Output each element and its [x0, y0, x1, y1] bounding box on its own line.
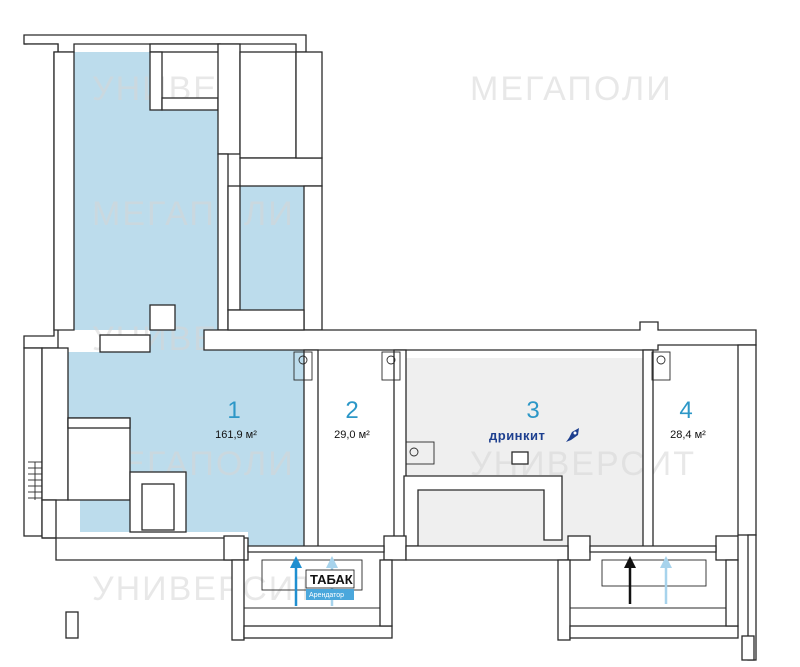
- brand-name: дринкит: [489, 428, 545, 443]
- room-2-area: 29,0 м²: [334, 429, 370, 441]
- tenant-sign-subtitle: Арендатор: [309, 592, 344, 599]
- stairs: [28, 461, 42, 500]
- room-1-area: 161,9 м²: [215, 429, 257, 441]
- room-1-number: 1: [227, 397, 240, 424]
- tenant-brand: дринкит: [489, 428, 579, 443]
- entrance-arrow-icon: [290, 556, 302, 606]
- room-4-number: 4: [679, 397, 692, 424]
- entrance-arrow-icon: [660, 556, 672, 604]
- rocket-icon: [566, 428, 579, 442]
- room-3-number: 3: [526, 397, 539, 424]
- watermark-text: УНИВЕРСИТ: [92, 570, 318, 608]
- watermark-text: МЕГАПОЛИ: [92, 195, 295, 233]
- walls: [23, 34, 757, 661]
- room-labels: 1 161,9 м² 2 29,0 м² 3 4 28,4 м²: [215, 397, 706, 441]
- tenant-sign: ТАБАК Арендатор: [305, 569, 355, 600]
- room-4-area: 28,4 м²: [670, 429, 706, 441]
- sink-icon: [293, 351, 671, 465]
- tenant-sign-title: ТАБАК: [310, 572, 353, 587]
- entrance-arrow-icon: [624, 556, 636, 604]
- watermark-text: МЕГАПОЛИ: [470, 70, 673, 108]
- room-2-number: 2: [345, 397, 358, 424]
- room-1-annex-fill: [240, 186, 304, 310]
